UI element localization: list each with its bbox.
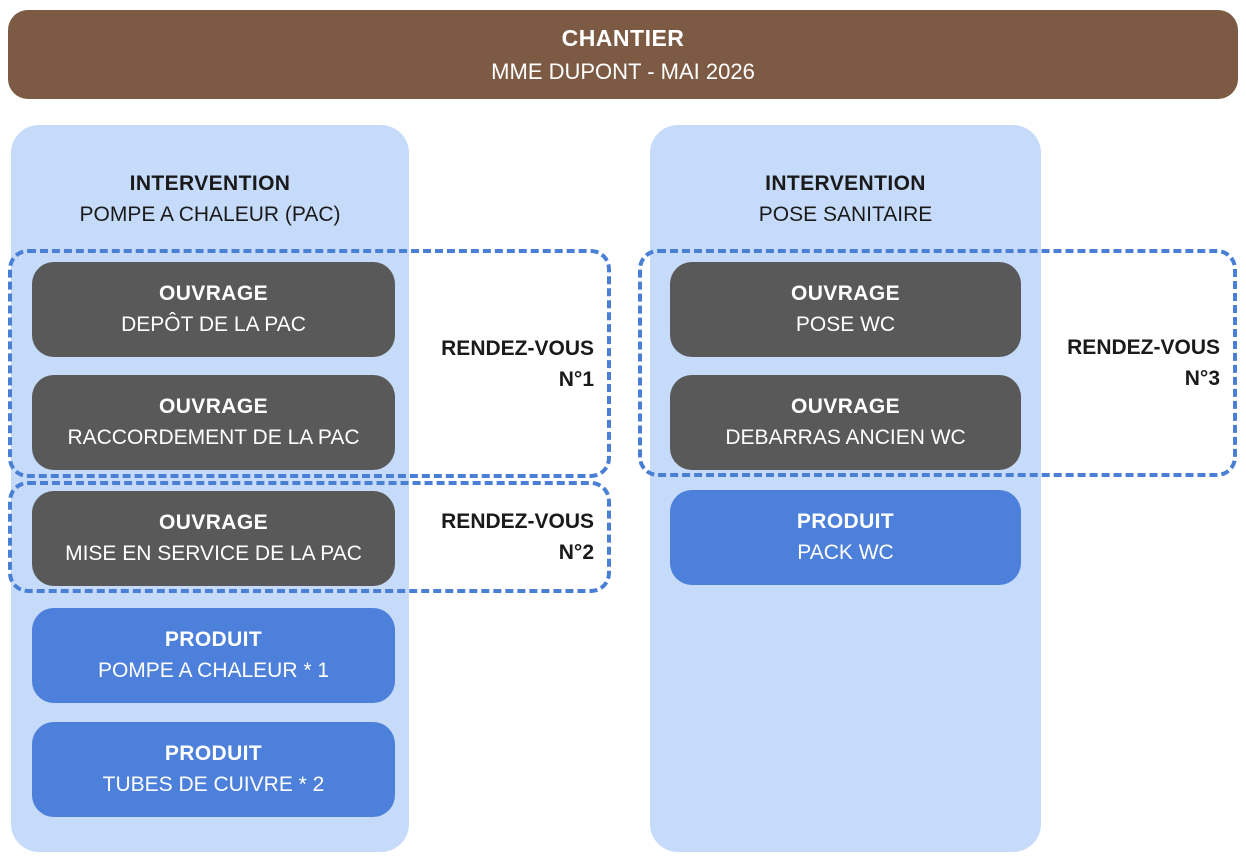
box-label: DEBARRAS ANCIEN WC — [725, 426, 966, 449]
intervention-header-pac: INTERVENTION POMPE A CHALEUR (PAC) — [11, 172, 409, 227]
rendezvous-label-3: RENDEZ-VOUS N°3 — [1067, 332, 1233, 394]
intervention-column-sanitaire: INTERVENTION POSE SANITAIRE — [650, 125, 1041, 852]
ouvrage-box-pose-wc: OUVRAGE POSE WC — [670, 262, 1021, 357]
box-label: RACCORDEMENT DE LA PAC — [67, 426, 360, 449]
box-title: OUVRAGE — [159, 511, 268, 534]
produit-box-pack-wc: PRODUIT PACK WC — [670, 490, 1021, 585]
rendezvous-group-3: RENDEZ-VOUS N°3 — [638, 249, 1237, 477]
rendezvous-text: RENDEZ-VOUS — [441, 336, 594, 360]
intervention-subtitle: POSE SANITAIRE — [758, 203, 933, 226]
box-title: OUVRAGE — [159, 395, 268, 418]
box-title: OUVRAGE — [791, 282, 900, 305]
box-label: MISE EN SERVICE DE LA PAC — [65, 542, 362, 565]
ouvrage-box-depot-pac: OUVRAGE DEPÔT DE LA PAC — [32, 262, 395, 357]
chantier-banner: CHANTIER MME DUPONT - MAI 2026 — [8, 10, 1238, 99]
rendezvous-text: RENDEZ-VOUS — [441, 510, 594, 533]
ouvrage-box-mise-en-service-pac: OUVRAGE MISE EN SERVICE DE LA PAC — [32, 491, 395, 586]
box-title: PRODUIT — [164, 628, 263, 651]
banner-subtitle: MME DUPONT - MAI 2026 — [491, 58, 755, 84]
intervention-title: INTERVENTION — [129, 172, 291, 195]
box-title: OUVRAGE — [159, 282, 268, 305]
rendezvous-label-1: RENDEZ-VOUS N°1 — [441, 333, 607, 395]
box-label: POMPE A CHALEUR * 1 — [97, 659, 330, 682]
box-label: TUBES DE CUIVRE * 2 — [102, 773, 325, 796]
ouvrage-box-debarras-ancien-wc: OUVRAGE DEBARRAS ANCIEN WC — [670, 375, 1021, 470]
rendezvous-label-2: RENDEZ-VOUS N°2 — [441, 506, 607, 568]
banner-title: CHANTIER — [561, 24, 685, 51]
intervention-subtitle: POMPE A CHALEUR (PAC) — [79, 203, 341, 226]
rendezvous-text: RENDEZ-VOUS — [1067, 336, 1220, 359]
intervention-title: INTERVENTION — [765, 172, 926, 195]
ouvrage-box-raccordement-pac: OUVRAGE RACCORDEMENT DE LA PAC — [32, 375, 395, 470]
produit-box-pompe-a-chaleur: PRODUIT POMPE A CHALEUR * 1 — [32, 608, 395, 703]
box-title: OUVRAGE — [791, 395, 900, 418]
rendezvous-group-1: RENDEZ-VOUS N°1 — [8, 249, 611, 478]
rendezvous-number: N°1 — [558, 367, 594, 391]
box-title: PRODUIT — [796, 510, 895, 533]
box-label: DEPÔT DE LA PAC — [121, 313, 306, 336]
box-title: PRODUIT — [164, 742, 263, 765]
box-label: PACK WC — [797, 541, 894, 564]
intervention-header-sanitaire: INTERVENTION POSE SANITAIRE — [650, 172, 1041, 227]
rendezvous-group-2: RENDEZ-VOUS N°2 — [8, 481, 611, 593]
rendezvous-number: N°2 — [558, 541, 594, 564]
box-label: POSE WC — [795, 313, 896, 336]
produit-box-tubes-de-cuivre: PRODUIT TUBES DE CUIVRE * 2 — [32, 722, 395, 817]
rendezvous-number: N°3 — [1184, 367, 1220, 390]
